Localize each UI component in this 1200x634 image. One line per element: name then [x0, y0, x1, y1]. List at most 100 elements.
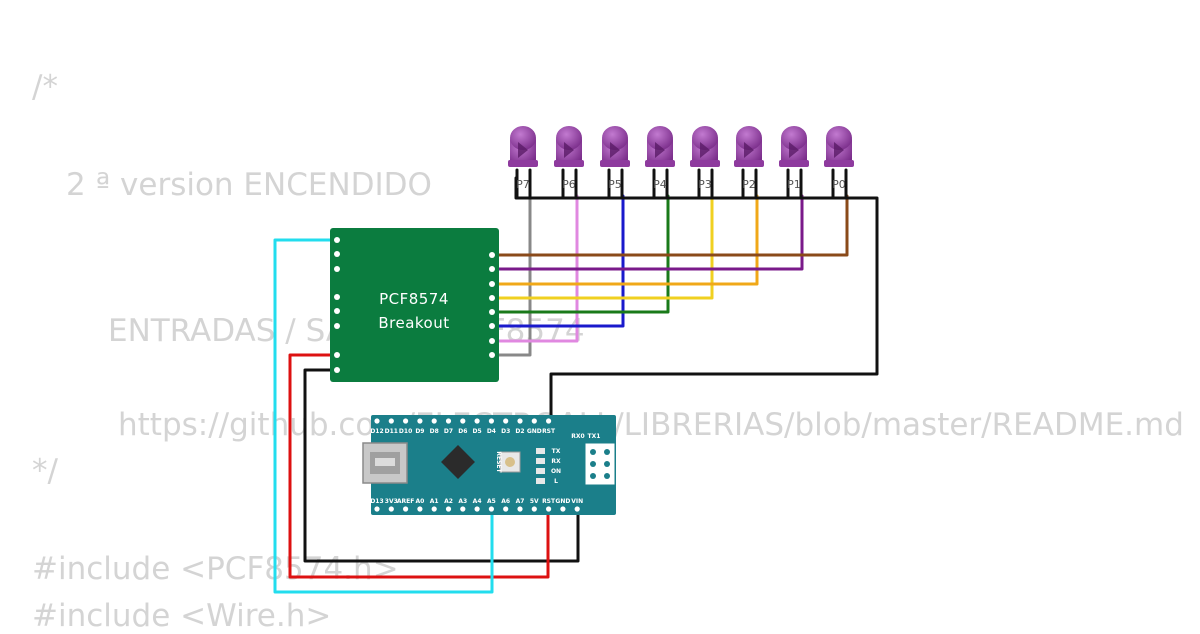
led-p3[interactable]: P3	[690, 126, 720, 191]
wire-p7	[490, 194, 532, 357]
nano-bottom-pin[interactable]	[560, 506, 566, 512]
led-dome	[510, 126, 536, 150]
led-label: P2	[742, 178, 756, 191]
nano-bottom-pin[interactable]	[503, 506, 509, 512]
nano-status-led	[536, 468, 545, 474]
pcf-left-pin[interactable]	[334, 352, 340, 358]
led-p6[interactable]: P6	[554, 126, 584, 191]
nano-bottom-pin[interactable]	[460, 506, 466, 512]
led-dome	[692, 126, 718, 150]
nano-top-pin-label: D7	[444, 428, 453, 435]
led-dome	[781, 126, 807, 150]
nano-top-pin[interactable]	[417, 418, 423, 424]
led-rim	[824, 160, 854, 167]
led-p7[interactable]: P7	[508, 126, 538, 191]
nano-top-pin[interactable]	[388, 418, 394, 424]
nano-status-led	[536, 448, 545, 454]
led-rim	[554, 160, 584, 167]
led-rim	[600, 160, 630, 167]
icsp-header	[584, 442, 616, 486]
led-p4[interactable]: P4	[645, 126, 675, 191]
led-p0[interactable]: P0	[824, 126, 854, 191]
nano-bottom-pin[interactable]	[474, 506, 480, 512]
led-rim	[734, 160, 764, 167]
usb-port-slot	[375, 458, 395, 466]
nano-bottom-pin[interactable]	[517, 506, 523, 512]
nano-bottom-pin-label: A6	[501, 498, 510, 505]
nano-bottom-pin[interactable]	[445, 506, 452, 512]
pcf-left-pin[interactable]	[334, 367, 340, 373]
nano-top-pin[interactable]	[474, 418, 480, 424]
led-p1[interactable]: P1	[779, 126, 809, 191]
icsp-pin	[604, 461, 610, 467]
nano-top-pin-label: GND	[527, 428, 542, 435]
nano-top-pin[interactable]	[546, 418, 552, 424]
code-line-version: 2 ª version ENCENDIDO	[66, 167, 432, 203]
pcf-left-pins	[334, 237, 340, 373]
pcf-left-pin[interactable]	[334, 294, 340, 300]
led-p5[interactable]: P5	[600, 126, 630, 191]
nano-bottom-pin[interactable]	[403, 506, 409, 512]
nano-top-pin[interactable]	[445, 418, 452, 424]
nano-top-pin[interactable]	[403, 418, 409, 424]
pcf-right-pins	[489, 252, 495, 358]
nano-top-pin-label: D11	[385, 428, 398, 435]
nano-top-pin[interactable]	[460, 418, 466, 424]
led-label: P3	[698, 178, 712, 191]
nano-top-pin-label: RX0	[571, 433, 584, 440]
led-die-icon	[789, 142, 799, 158]
pcf-left-pin[interactable]	[334, 251, 340, 257]
reset-label: RESET	[495, 451, 502, 473]
nano-top-pin[interactable]	[431, 418, 437, 424]
led-dome	[602, 126, 628, 150]
wire-gnd	[303, 368, 580, 563]
pcf-right-pin[interactable]	[489, 309, 495, 315]
nano-bottom-pin[interactable]	[546, 506, 552, 512]
led-dome	[556, 126, 582, 150]
nano-bottom-pin[interactable]	[388, 506, 394, 512]
pcf-right-pin[interactable]	[489, 266, 495, 272]
wires-group	[273, 168, 879, 594]
nano-top-pin[interactable]	[488, 418, 494, 424]
nano-top-pin[interactable]	[531, 418, 537, 424]
pcf8574-board[interactable]: PCF8574 Breakout	[330, 228, 499, 382]
wire-sda	[273, 238, 494, 594]
pcf-right-pin[interactable]	[489, 323, 495, 329]
pcf-left-pin[interactable]	[334, 308, 340, 314]
nano-top-pin-label: D10	[399, 428, 412, 435]
pcf-right-pin[interactable]	[489, 252, 495, 258]
pcf-right-pin[interactable]	[489, 281, 495, 287]
pcf-right-pin[interactable]	[489, 338, 495, 344]
pcf-left-pin[interactable]	[334, 237, 340, 243]
nano-top-pin[interactable]	[503, 418, 509, 424]
pcf-left-pin[interactable]	[334, 266, 340, 272]
icsp-pin	[604, 449, 610, 455]
led-dome	[647, 126, 673, 150]
nano-bottom-pin[interactable]	[374, 506, 380, 512]
nano-top-pin[interactable]	[374, 418, 380, 424]
pcf8574-board-body	[330, 228, 499, 382]
nano-bottom-pin[interactable]	[417, 506, 423, 512]
led-rim	[508, 160, 538, 167]
nano-bottom-pin[interactable]	[531, 506, 537, 512]
pcf-left-pin[interactable]	[334, 323, 340, 329]
led-label: P1	[787, 178, 801, 191]
nano-bottom-pin[interactable]	[574, 506, 580, 512]
led-p2[interactable]: P2	[734, 126, 764, 191]
pcf-right-pin[interactable]	[489, 352, 495, 358]
nano-bottom-pin-label: A7	[516, 498, 525, 505]
nano-top-pin[interactable]	[517, 418, 523, 424]
nano-status-label: TX	[552, 448, 561, 455]
nano-bottom-pin[interactable]	[488, 506, 494, 512]
nano-bottom-pin-label: A0	[415, 498, 424, 505]
pcf-right-pin[interactable]	[489, 295, 495, 301]
nano-bottom-pin[interactable]	[431, 506, 437, 512]
wire-p6	[490, 194, 579, 343]
nano-bottom-pin-label: 5V	[530, 498, 539, 505]
nano-top-pin-label: D8	[430, 428, 439, 435]
wire-p3	[490, 194, 714, 300]
